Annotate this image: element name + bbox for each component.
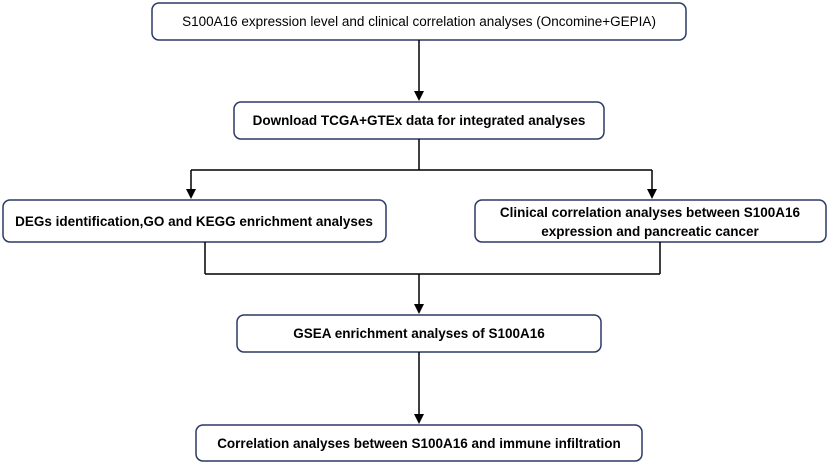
step-3-right-node: Clinical correlation analyses between S1… — [474, 199, 827, 243]
step-3-right-box — [474, 199, 827, 243]
step-3-right-label-line2: expression and pancreatic cancer — [541, 224, 759, 239]
step-2-label: Download TCGA+GTEx data for integrated a… — [253, 113, 586, 128]
step-2-node: Download TCGA+GTEx data for integrated a… — [233, 101, 605, 140]
step-3-left-label: DEGs identification,GO and KEGG enrichme… — [15, 214, 373, 229]
step-1-node: S100A16 expression level and clinical co… — [151, 2, 687, 41]
step-4-label: GSEA enrichment analyses of S100A16 — [293, 326, 545, 341]
step-5-node: Correlation analyses between S100A16 and… — [195, 424, 643, 462]
step-3-left-box — [2, 199, 387, 243]
step-5-box — [195, 424, 643, 462]
step-3-left-node: DEGs identification,GO and KEGG enrichme… — [2, 199, 387, 243]
step-1-label: S100A16 expression level and clinical co… — [182, 14, 656, 29]
step-4-node: GSEA enrichment analyses of S100A16 — [236, 314, 602, 353]
step-3-right-label-line1: Clinical correlation analyses between S1… — [500, 205, 801, 220]
step-5-label: Correlation analyses between S100A16 and… — [217, 436, 621, 451]
